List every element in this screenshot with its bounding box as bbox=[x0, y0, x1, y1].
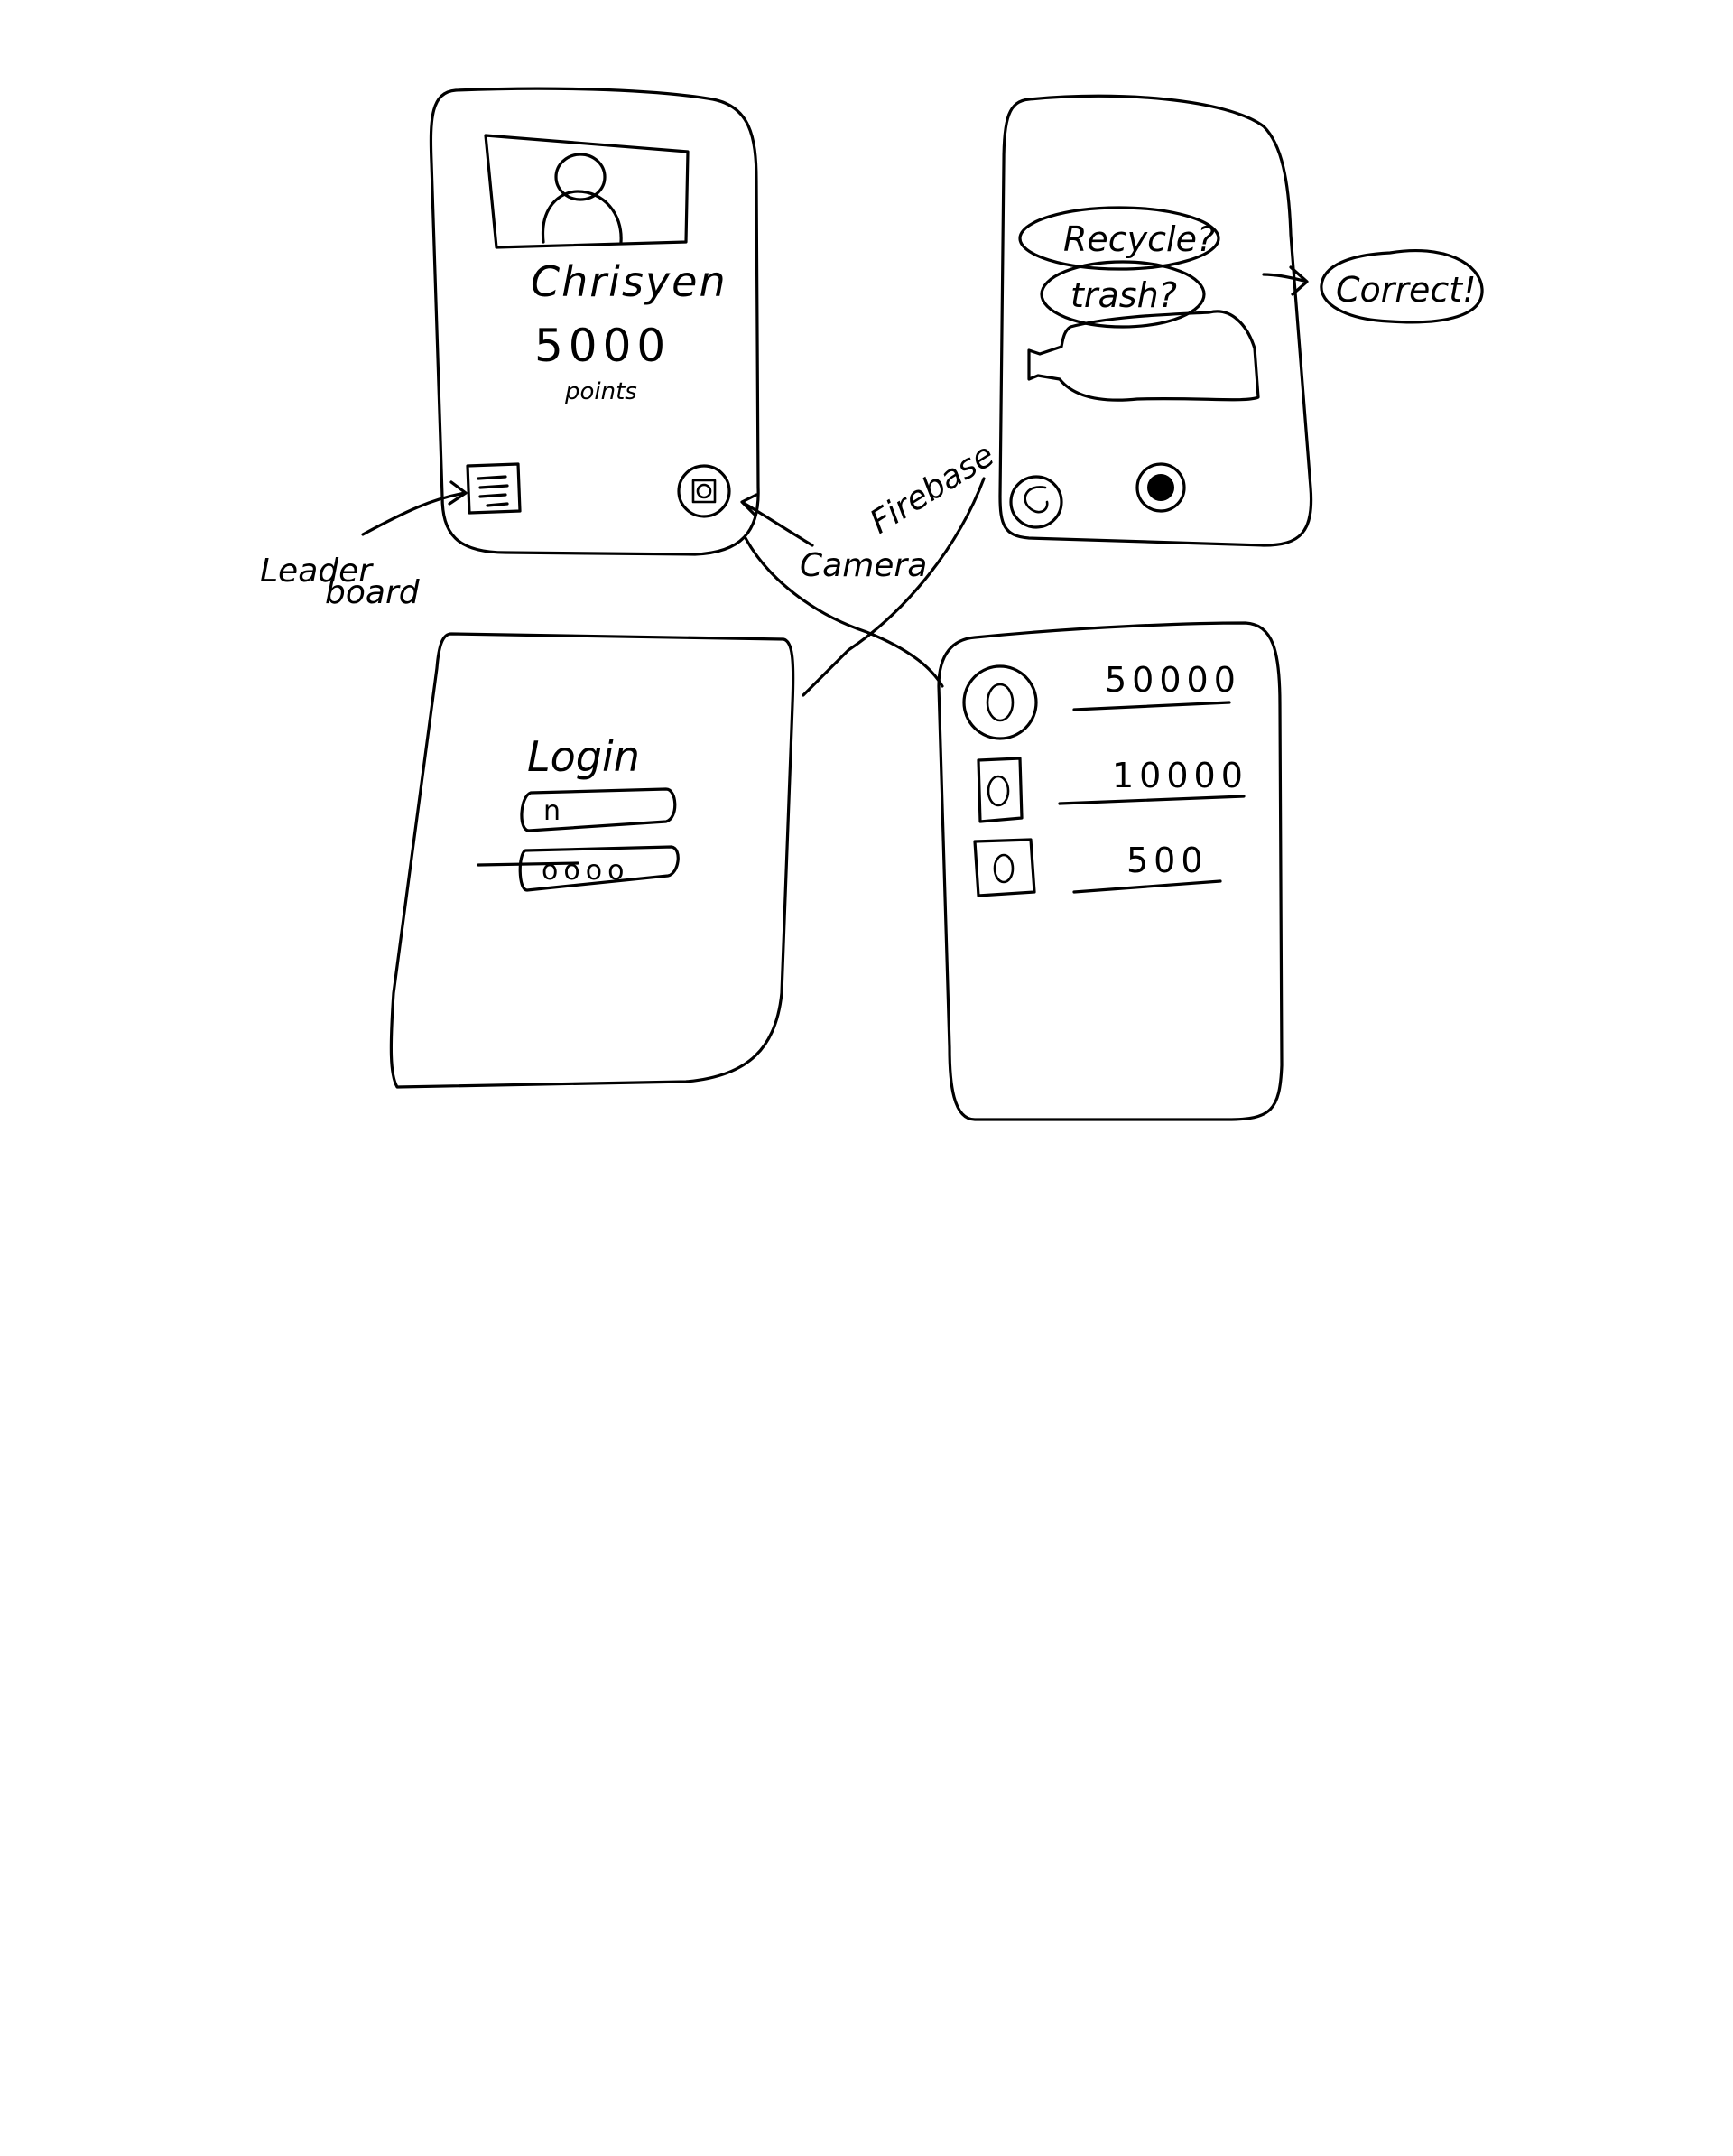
score-1: 50000 bbox=[1105, 660, 1241, 700]
result-arrow bbox=[1262, 265, 1309, 296]
login-title: Login bbox=[527, 732, 640, 781]
recycle-option-bubble[interactable]: Recycle? bbox=[1018, 206, 1220, 271]
password-field-value: oooo bbox=[542, 855, 629, 887]
profile-screen-frame bbox=[429, 87, 760, 556]
back-button[interactable] bbox=[1009, 475, 1063, 529]
profile-screen: Chrisyen 5000 points bbox=[429, 87, 760, 556]
profile-to-leaderboard-connector bbox=[744, 536, 944, 688]
leaderboard-button[interactable] bbox=[466, 462, 522, 515]
avatar-picture-frame bbox=[484, 134, 690, 249]
correct-result-label: Correct! bbox=[1336, 270, 1476, 310]
firebase-connector-line bbox=[802, 477, 986, 697]
leaderboard-list-icon bbox=[466, 462, 522, 515]
camera-icon bbox=[677, 464, 731, 518]
login-screen-frame bbox=[389, 632, 795, 1089]
shutter-button[interactable] bbox=[1135, 462, 1186, 513]
camera-annotation: Camera bbox=[740, 493, 927, 584]
camera-screen-frame bbox=[998, 94, 1313, 547]
correct-result-bubble: Correct! bbox=[1320, 248, 1484, 324]
person-avatar-icon bbox=[541, 153, 623, 244]
score-2: 10000 bbox=[1112, 756, 1248, 795]
leaderboard-annotation-line1: Leader bbox=[260, 553, 374, 590]
leaderboard-screen-frame bbox=[937, 621, 1284, 1121]
leaderboard-annotation-line2: board bbox=[325, 574, 421, 611]
camera-annotation-label: Camera bbox=[800, 547, 927, 584]
camera-annotation-arrow bbox=[740, 493, 814, 547]
camera-button[interactable] bbox=[677, 464, 731, 518]
leaderboard-annotation: Leader board bbox=[260, 480, 468, 611]
password-field[interactable]: oooo bbox=[477, 845, 680, 892]
username-field[interactable]: n bbox=[520, 787, 677, 832]
leaderboard-row-1: 50000 bbox=[962, 660, 1241, 740]
leaderboard-annotation-arrow bbox=[361, 480, 468, 536]
username-label: Chrisyen bbox=[531, 257, 727, 306]
points-value: 5000 bbox=[534, 320, 671, 372]
shutter-icon bbox=[1135, 462, 1186, 513]
trash-option-label: trash? bbox=[1070, 275, 1177, 315]
rank-2-badge-icon bbox=[977, 757, 1024, 823]
login-screen: Login n oooo bbox=[389, 632, 795, 1089]
leaderboard-screen: 50000 10000 500 bbox=[937, 621, 1284, 1121]
username-field-value: n bbox=[543, 795, 566, 827]
score-3: 500 bbox=[1126, 841, 1209, 880]
back-arrow-icon bbox=[1009, 475, 1063, 529]
leaderboard-row-2: 10000 bbox=[977, 756, 1248, 823]
trash-option-bubble[interactable]: trash? bbox=[1040, 260, 1206, 329]
points-unit-label: points bbox=[564, 378, 637, 405]
camera-screen: Recycle? trash? bbox=[998, 94, 1313, 547]
rank-3-badge-icon bbox=[973, 838, 1036, 897]
bottle-icon bbox=[1027, 310, 1260, 402]
recycle-option-label: Recycle? bbox=[1063, 219, 1215, 259]
leaderboard-row-3: 500 bbox=[973, 838, 1222, 897]
rank-1-badge-icon bbox=[962, 664, 1038, 740]
